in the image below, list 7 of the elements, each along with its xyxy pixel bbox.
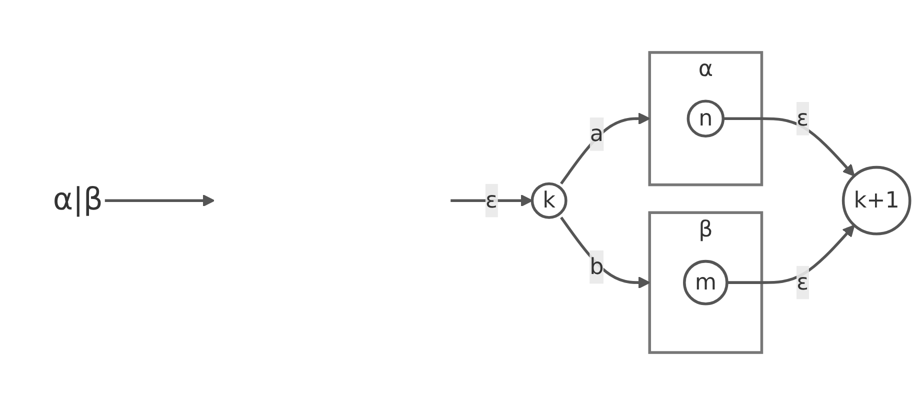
arrow — [726, 224, 855, 284]
expression-text: α|β — [52, 183, 103, 218]
state-circle: m — [683, 260, 728, 306]
arrow — [104, 194, 215, 207]
state-circle: k+1 — [842, 166, 912, 236]
arrow — [723, 117, 855, 176]
state-circle: k — [530, 182, 568, 219]
